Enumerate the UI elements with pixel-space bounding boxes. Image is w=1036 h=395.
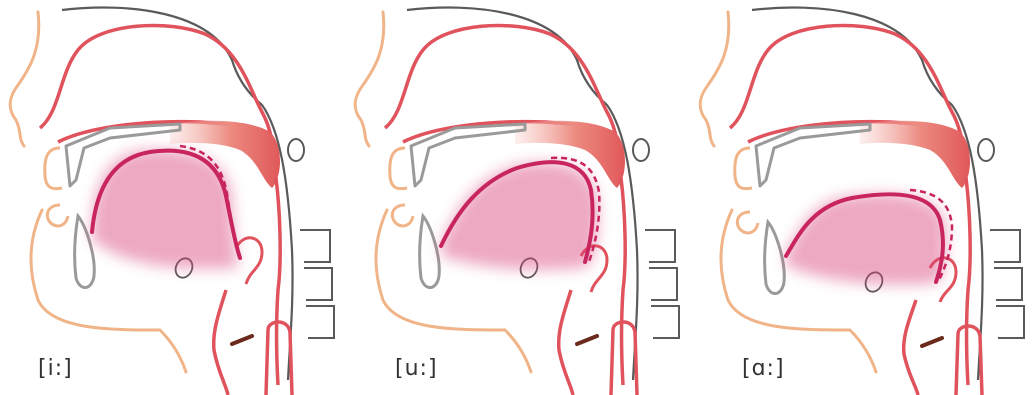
pharynx-wall: [621, 178, 625, 385]
panel-i: [i:]: [0, 0, 345, 395]
vowel-label-u: [u:]: [395, 356, 438, 381]
larynx-front: [559, 290, 573, 395]
panel-a: [ɑ:]: [690, 0, 1035, 395]
panel-u: [u:]: [345, 0, 690, 395]
sagittal-diagram-i: [0, 0, 345, 395]
vertebrae: [990, 230, 1024, 338]
nasal-cavity: [385, 26, 621, 175]
tongue-glow: [786, 194, 946, 285]
lower-teeth: [765, 222, 785, 294]
velum: [860, 121, 970, 188]
sagittal-diagram-a: [690, 0, 1035, 395]
vocal-cords: [577, 336, 597, 344]
face-profile: [10, 12, 39, 146]
epiglottis: [236, 238, 262, 284]
vertebrae: [300, 230, 334, 338]
tongue-glow: [441, 163, 598, 270]
upper-lip: [45, 148, 62, 189]
pharynx-wall: [966, 178, 970, 385]
upper-lip: [390, 148, 407, 189]
adenoid: [978, 139, 994, 161]
vowel-label-a: [ɑ:]: [742, 356, 785, 381]
pharynx-wall: [276, 178, 280, 385]
larynx-front: [904, 300, 918, 395]
adenoid: [288, 139, 304, 161]
vertebrae: [645, 230, 679, 338]
vocal-cords: [232, 336, 252, 344]
lower-lip: [392, 205, 413, 226]
vocal-cords: [922, 338, 942, 346]
adenoid: [633, 139, 649, 161]
upper-lip: [735, 148, 752, 189]
face-profile: [700, 12, 729, 146]
lower-lip: [737, 212, 758, 233]
lower-lip: [47, 205, 68, 226]
nasal-cavity: [730, 26, 966, 175]
tongue-glow: [92, 150, 238, 269]
sagittal-diagram-u: [345, 0, 690, 395]
larynx-front: [214, 290, 228, 395]
lower-teeth: [420, 216, 440, 288]
face-profile: [355, 12, 384, 146]
vowel-label-i: [i:]: [38, 356, 73, 381]
